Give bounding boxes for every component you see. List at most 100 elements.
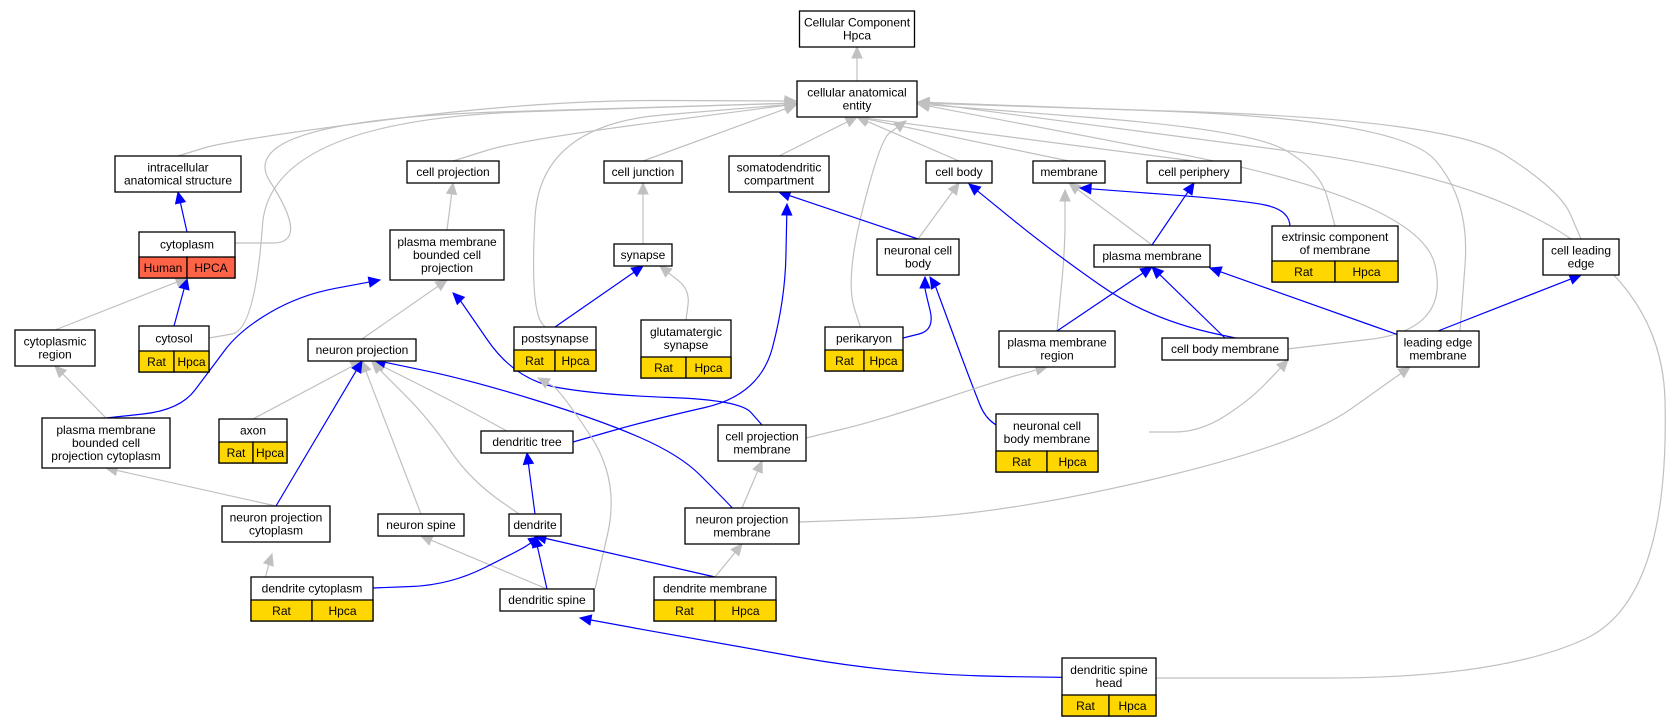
node-neuronproj[interactable]: neuron projection — [307, 338, 417, 362]
arrowhead — [844, 116, 859, 128]
arrowhead — [367, 276, 382, 288]
annotation-cell-label: Rat — [147, 355, 166, 369]
edge-cellproj-to-cae — [452, 99, 798, 162]
node-cellbody[interactable]: cell body — [925, 160, 993, 184]
edge-ncb-to-cellbody — [917, 182, 960, 240]
node-label-line: cytoplasm — [160, 238, 214, 252]
arrowhead — [1059, 188, 1071, 202]
node-cellproj[interactable]: cell projection — [406, 160, 500, 184]
node-label-line: neuron spine — [386, 518, 456, 532]
edge-cbm-to-cae — [916, 100, 1438, 350]
node-label-line: cell body membrane — [1171, 342, 1279, 356]
node-label-line: synapse — [621, 248, 666, 262]
node-label-line: neuron projection — [696, 513, 789, 527]
node-box — [307, 338, 417, 362]
arrowhead — [968, 183, 982, 196]
arrowhead — [360, 359, 372, 374]
edge-dendrite-to-dtree — [522, 451, 536, 515]
annotation-cell — [714, 599, 777, 622]
node-box — [508, 513, 562, 537]
node-label-line: bounded cell — [413, 248, 481, 262]
edge-glut-to-synapse — [659, 265, 689, 321]
node-pm[interactable]: plasma membrane — [1093, 244, 1211, 268]
annotation-cell-label: Hpca — [328, 604, 356, 618]
node-periph[interactable]: cell periphery — [1146, 160, 1242, 184]
node-label-line: dendrite membrane — [663, 582, 767, 596]
arrowhead — [752, 459, 763, 474]
edge-postsyn-to-synapse — [554, 265, 644, 328]
node-label-line: projection cytoplasm — [51, 449, 160, 463]
annotation-cell-label: Hpca — [1352, 265, 1380, 279]
node-celljunc[interactable]: cell junction — [603, 160, 683, 184]
node-label-line: cell junction — [612, 165, 675, 179]
node-box — [1542, 238, 1620, 276]
node-dtree[interactable]: dendritic tree — [480, 430, 574, 454]
annotation-cell — [173, 350, 210, 373]
annotation-cell — [1108, 694, 1157, 717]
edge-cytosol-to-cae — [208, 97, 798, 339]
edge-perik-to-cae — [850, 120, 907, 339]
edge-cbm-to-pm — [1151, 266, 1226, 339]
edge-celljunc-to-cae — [642, 103, 798, 162]
node-label-line: dendritic tree — [492, 435, 562, 449]
node-nspine[interactable]: neuron spine — [377, 513, 465, 537]
node-box — [114, 155, 242, 193]
arrowhead — [174, 190, 187, 205]
node-dendrite[interactable]: dendrite — [508, 513, 562, 537]
edge-ncb-to-somato — [777, 190, 919, 240]
annotation-cell-label: Rat — [272, 604, 291, 618]
edge-pmbcpc-to-cytregion — [54, 365, 107, 419]
node-box — [717, 424, 807, 462]
node-membrane[interactable]: membrane — [1032, 160, 1106, 184]
node-label-line: dendrite cytoplasm — [262, 582, 363, 596]
arrowhead — [1068, 182, 1082, 195]
node-label-line: synapse — [664, 338, 709, 352]
node-label-line: anatomical structure — [124, 174, 232, 188]
node-synapse[interactable]: synapse — [613, 243, 673, 267]
edge-dtree-to-neuronproj — [372, 361, 528, 443]
annotation-cell — [186, 256, 236, 279]
node-cbm[interactable]: cell body membrane — [1161, 337, 1289, 361]
arrowhead — [947, 182, 960, 196]
edge-somato-to-cae — [778, 116, 859, 157]
edge-pm-to-membrane — [1068, 182, 1153, 246]
arrowhead — [637, 181, 649, 195]
node-label-line: cytosol — [155, 332, 192, 346]
edge-pm-to-periph — [1151, 181, 1195, 246]
annotation-cell — [863, 349, 904, 372]
node-box — [480, 430, 574, 454]
node-label-line: plasma membrane — [397, 235, 497, 249]
node-dspine[interactable]: dendritic spine — [499, 588, 595, 612]
edge-postsyn-to-cae — [532, 99, 798, 339]
arrowhead — [1208, 266, 1223, 278]
edge-pmregion-to-membrane — [1056, 188, 1071, 332]
edge-dsh-to-cae — [916, 97, 1666, 679]
edge-dtree-to-somato — [572, 202, 793, 443]
annotation-cell — [311, 599, 374, 622]
